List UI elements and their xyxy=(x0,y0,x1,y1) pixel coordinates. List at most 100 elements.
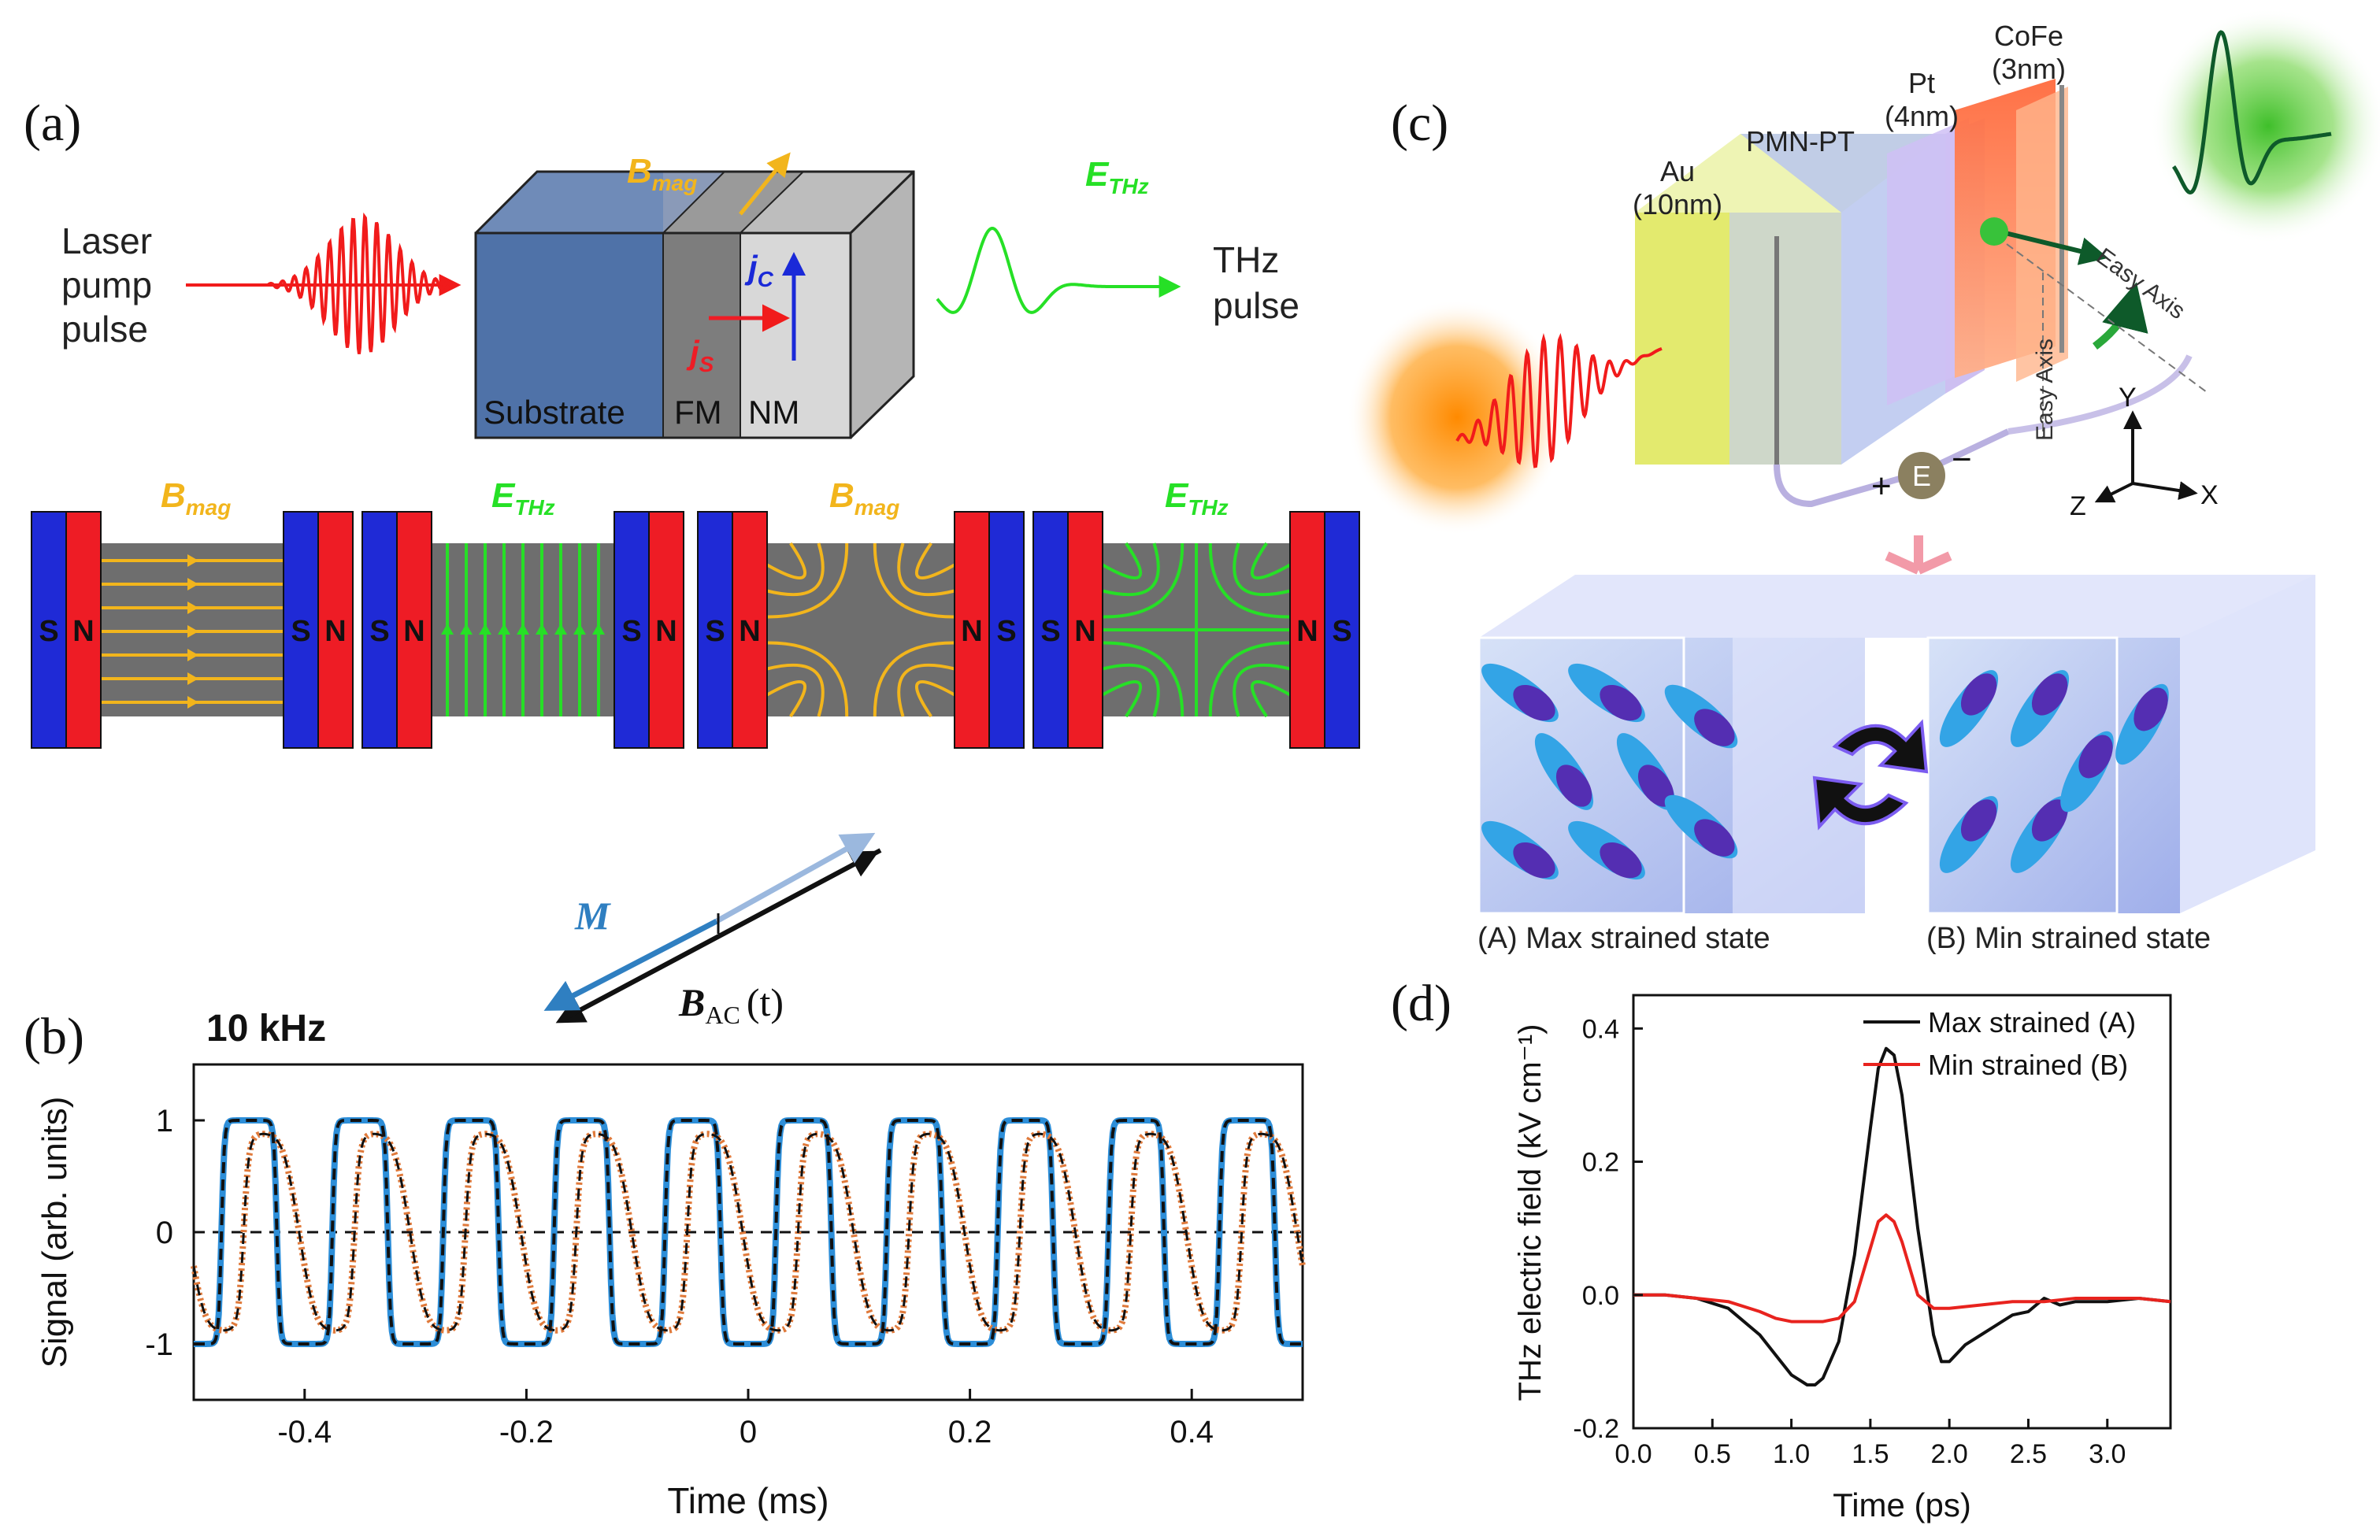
magnet-pole-label: N xyxy=(324,615,346,648)
magnet-pole-s xyxy=(1032,511,1069,749)
y-tick-label: -1 xyxy=(145,1327,173,1362)
ethz-label: ETHz xyxy=(1085,155,1149,198)
field-line xyxy=(873,641,955,717)
field-line xyxy=(766,542,806,579)
field-arrowhead xyxy=(187,696,198,709)
magnet-pole-n xyxy=(1289,511,1325,749)
magnet-pole-s xyxy=(31,511,67,749)
state-a-label: (A) Max strained state xyxy=(1477,922,1770,955)
magnet-pole-n xyxy=(732,511,768,749)
state-b-label: (B) Min strained state xyxy=(1926,922,2211,955)
field-line xyxy=(1208,641,1291,717)
magnet-pole-label: N xyxy=(72,615,94,648)
magnet-pole-label: N xyxy=(961,615,982,648)
layer-fm: FM xyxy=(674,394,722,431)
dipoles-min-strained xyxy=(1939,670,2169,873)
field-line xyxy=(897,542,955,597)
e-source-label: E xyxy=(1912,460,1931,492)
panel-b-xlabel: Time (ms) xyxy=(667,1480,829,1521)
layer-nm: NM xyxy=(748,394,799,431)
magnet-pole-label: S xyxy=(1332,615,1351,648)
panel-a: (a) Laser pump pulse Substrate FM NM xyxy=(24,94,1360,1029)
field-arrowhead xyxy=(554,624,567,635)
magnet-pole-label: N xyxy=(739,615,760,648)
magnet-field-label: Bmag xyxy=(829,476,899,520)
panel-d-xlabel: Time (ps) xyxy=(1833,1486,1971,1523)
field-line xyxy=(1102,663,1160,717)
x-tick-label: 3.0 xyxy=(2089,1439,2126,1469)
series-fit xyxy=(194,1119,1303,1346)
panel-c-label: (c) xyxy=(1391,94,1448,152)
dipole xyxy=(1534,733,1594,810)
pump-text-2: pump xyxy=(61,265,152,305)
field-line xyxy=(897,663,955,717)
easy-axis-label-2: Easy Axis xyxy=(2032,339,2058,441)
thz-glow xyxy=(2150,8,2380,244)
split-arrow xyxy=(1885,535,1952,575)
magnet-pole-s xyxy=(1324,511,1360,749)
dipole xyxy=(2060,731,2114,813)
layer-cofe: CoFe xyxy=(1994,20,2063,52)
series-max-strained xyxy=(1633,1046,2171,1386)
layer-pt: Pt xyxy=(1908,67,1935,99)
field-line xyxy=(1251,680,1291,718)
cycle-arrows xyxy=(1812,719,1929,831)
dipole xyxy=(1616,733,1676,810)
field-line xyxy=(1102,542,1142,579)
y-tick-label: 0.0 xyxy=(1582,1281,1619,1311)
field-arrowhead xyxy=(187,578,198,590)
panel-b-freq: 10 kHz xyxy=(206,1008,326,1049)
pump-glow xyxy=(1347,299,1567,535)
bac-arrow-head xyxy=(559,850,880,1023)
e-source xyxy=(1898,452,1945,499)
field-line xyxy=(766,641,849,717)
magnet-gap xyxy=(767,543,955,716)
magnet-pole-n xyxy=(1067,511,1103,749)
dipole xyxy=(1568,820,1645,880)
field-line xyxy=(766,663,825,717)
field-line xyxy=(915,680,955,718)
x-tick-label: -0.4 xyxy=(277,1415,332,1449)
y-tick-label: 0 xyxy=(156,1216,173,1250)
panel-d-plot xyxy=(1633,1046,2171,1386)
magnet-pole-label: S xyxy=(39,615,58,648)
m-label: M xyxy=(574,894,611,938)
x-tick-label: 0.2 xyxy=(948,1415,992,1449)
field-arrowhead xyxy=(592,624,605,635)
field-arrowhead xyxy=(187,672,198,685)
panel-d-label: (d) xyxy=(1391,975,1451,1032)
device-stack xyxy=(1635,79,2193,508)
magnet-pole-label: N xyxy=(403,615,424,648)
coord-axes xyxy=(2094,410,2198,503)
panel-d-axes-frame xyxy=(1632,994,2172,1430)
field-line xyxy=(766,542,849,619)
magnet-pole-s xyxy=(361,511,398,749)
layer-au: Au xyxy=(1660,155,1695,187)
device-pump-pulse xyxy=(1455,333,1663,468)
field-arrowhead xyxy=(536,624,548,635)
bmag-label: Bmag xyxy=(627,152,697,195)
layer-cofe-thickness: (3nm) xyxy=(1992,53,2066,85)
magnet-pole-label: S xyxy=(996,615,1016,648)
y-tick-label: 1 xyxy=(156,1104,173,1138)
magnet-pole-label: S xyxy=(291,615,310,648)
x-tick-label: 2.0 xyxy=(1931,1439,1968,1469)
dipole xyxy=(2115,683,2169,765)
rotation-arrow xyxy=(2092,282,2148,350)
field-line xyxy=(873,542,955,619)
legend-min: Min strained (B) xyxy=(1928,1049,2128,1081)
field-arrowhead xyxy=(187,625,198,638)
dipoles-max-strained xyxy=(1481,663,1738,880)
layer-substrate: Substrate xyxy=(484,394,625,431)
field-line xyxy=(1102,542,1184,619)
field-line xyxy=(1251,542,1291,579)
axis-x-label: X xyxy=(2200,480,2219,510)
field-line xyxy=(1102,641,1184,717)
field-line xyxy=(1233,542,1291,597)
field-arrowhead xyxy=(187,649,198,661)
x-tick-label: 1.0 xyxy=(1773,1439,1810,1469)
